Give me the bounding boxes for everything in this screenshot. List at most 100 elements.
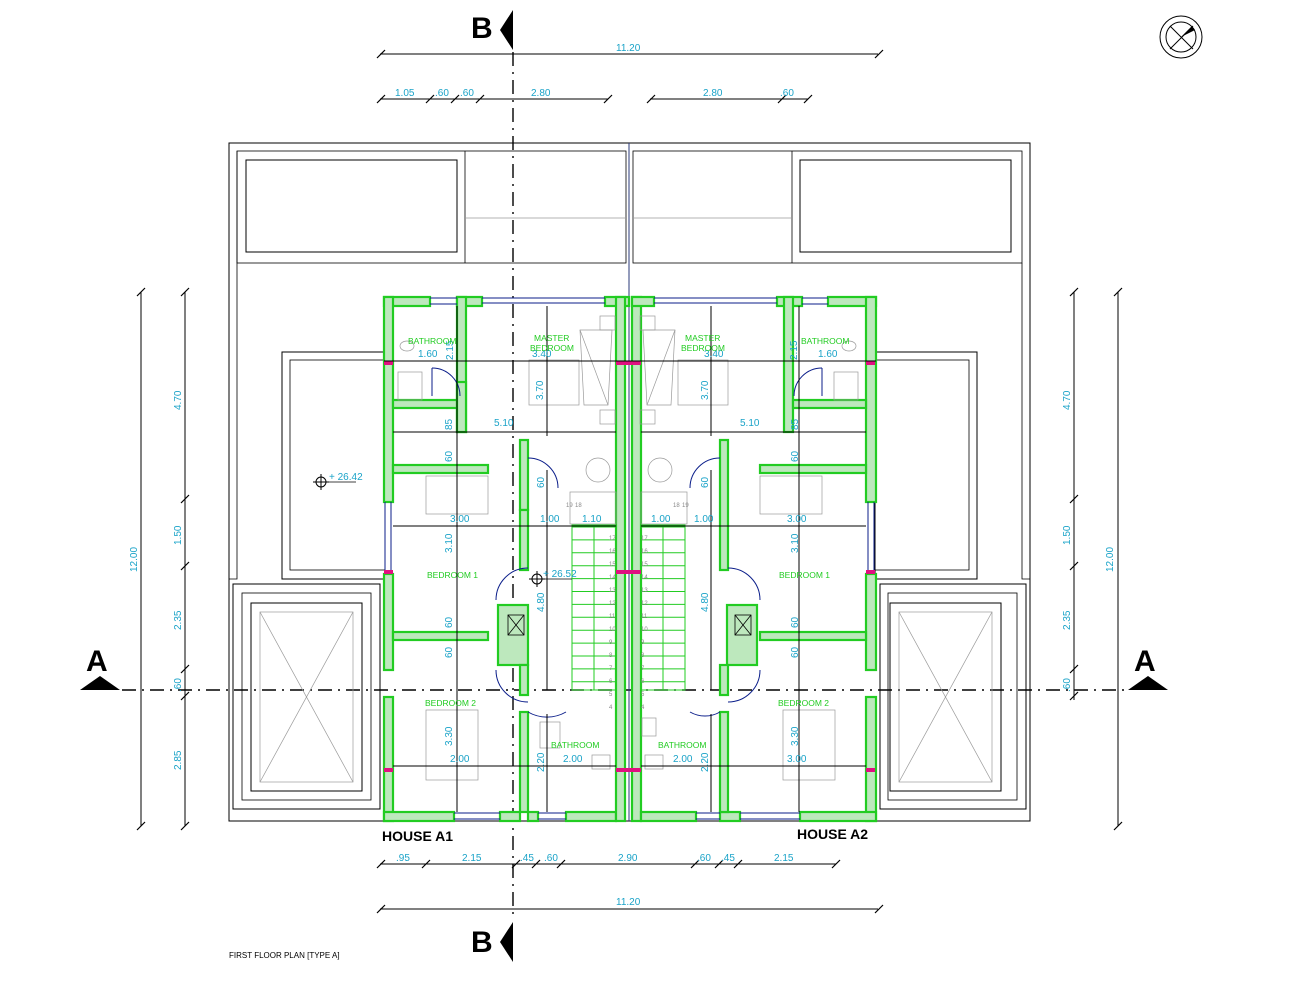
a1-room-master-2: BEDROOM [530, 343, 574, 353]
stair-number: 12 [609, 601, 616, 607]
dim-bottom-4: 2.90 [618, 853, 638, 864]
level-marker-terrace: + 26.42 [313, 472, 363, 490]
stair-number: 6 [609, 679, 613, 685]
a2-dim-bed1-h: 3.10 [790, 533, 801, 553]
section-a-left-marker: A [80, 645, 120, 690]
stair-number: 10 [641, 627, 648, 633]
stair-number: 12 [641, 601, 648, 607]
a1-room-bathroom-top: BATHROOM [408, 336, 456, 346]
dim-right-2: 2.35 [1062, 610, 1073, 630]
dim-right-0: 4.70 [1062, 390, 1073, 410]
stair-number: 4 [609, 705, 613, 711]
a1-dim-bath-w: 1.60 [418, 349, 438, 360]
stair-number: 16 [609, 549, 616, 555]
internal-dimension-lines [384, 306, 876, 812]
dim-bottom-3: .60 [544, 853, 558, 864]
stair-number: 4 [641, 705, 645, 711]
stair-number: 7 [641, 666, 645, 672]
stair-number: 5 [641, 692, 645, 698]
section-b-bottom-label: B [471, 926, 493, 959]
stair-number: 15 [609, 562, 616, 568]
a1-room-master-1: MASTER [534, 333, 569, 343]
dim-left-3: .60 [173, 678, 184, 692]
dim-bottom-6: .45 [721, 853, 735, 864]
a1-dim-60d: 60 [444, 646, 455, 658]
level-terrace-text: + 26.42 [329, 472, 363, 483]
a2-room-bathroom-bottom: BATHROOM [658, 740, 706, 750]
dim-bottom-overall: 11.20 [616, 897, 641, 908]
dim-bottom-2: .45 [520, 853, 534, 864]
section-a-right-label: A [1134, 645, 1156, 678]
windows [384, 297, 875, 820]
stair-number: 17 [609, 536, 616, 542]
a2-dim-60b: 60 [700, 476, 711, 488]
stair-number: 13 [609, 588, 616, 594]
section-b-bottom-marker: B [471, 922, 513, 962]
stair-number: 11 [609, 614, 616, 620]
walls [382, 295, 878, 823]
a2-dim-60a: 60 [790, 450, 801, 462]
dim-left-4: 2.85 [173, 750, 184, 770]
dim-top-1: .60 [435, 88, 449, 99]
a2-room-bedroom1: BEDROOM 1 [779, 570, 830, 580]
a1-dim-60a: 60 [444, 450, 455, 462]
dim-left-1: 1.50 [173, 525, 184, 545]
house-a1-label: HOUSE A1 [382, 828, 453, 844]
stair-number: 14 [641, 575, 648, 581]
dim-right-1: 1.50 [1062, 525, 1073, 545]
a1-dim-master-h: 3.70 [535, 380, 546, 400]
a1-dim-bed2-h: 3.30 [444, 726, 455, 746]
room-labels: BATHROOM MASTER BEDROOM BEDROOM 1 BEDROO… [408, 333, 849, 750]
a1-room-bedroom1: BEDROOM 1 [427, 570, 478, 580]
stair-number: 9 [641, 640, 645, 646]
stair-number: 18 [673, 503, 680, 509]
level-marker-stair: + 26.52 [529, 569, 577, 587]
a2-dim-master-w: 3.40 [704, 349, 724, 360]
pink-markers [384, 361, 875, 772]
a2-dim-60d: 60 [790, 646, 801, 658]
a2-dim-master-h: 3.70 [700, 380, 711, 400]
stair-number: 6 [641, 679, 645, 685]
dim-bottom-1: 2.15 [462, 853, 482, 864]
level-stair-text: + 26.52 [543, 569, 577, 580]
a1-dim-bath2-h: 2.20 [536, 752, 547, 772]
a2-dim-bath-w: 1.60 [818, 349, 838, 360]
dim-bottom-5: .60 [697, 853, 711, 864]
stair-number: 8 [641, 653, 645, 659]
dim-top-overall: 11.20 [616, 43, 641, 54]
a2-dim-bed2-w: 3.00 [787, 754, 807, 765]
a1-dim-110: 1.10 [582, 514, 602, 525]
stair-number: 5 [609, 692, 613, 698]
doors [431, 367, 823, 718]
stair-number: 19 [682, 503, 689, 509]
dim-bottom-7: 2.15 [774, 853, 794, 864]
stair-number: 13 [641, 588, 648, 594]
a2-room-master-1: MASTER [685, 333, 720, 343]
a1-dim-60c: 60 [444, 616, 455, 628]
a2-dim-hall-w: 5.10 [740, 418, 760, 429]
section-b-top-marker: B [471, 10, 513, 50]
a1-dim-60b: 60 [536, 476, 547, 488]
stair-number: 7 [609, 666, 613, 672]
dim-bottom-0: .95 [396, 853, 410, 864]
dim-top-3: 2.80 [531, 88, 551, 99]
a2-dim-stair-h: 4.80 [700, 592, 711, 612]
a1-dim-master-w: 3.40 [532, 349, 552, 360]
stair-number: 16 [641, 549, 648, 555]
a2-room-master-2: BEDROOM [681, 343, 725, 353]
a2-room-bathroom-top: BATHROOM [801, 336, 849, 346]
stair-number: 8 [609, 653, 613, 659]
a1-dim-bath-h: 2.15 [445, 340, 456, 360]
a1-dim-85: 85 [444, 418, 455, 430]
dim-right-overall: 12.00 [1105, 547, 1116, 572]
a1-dim-hall-w: 5.10 [494, 418, 514, 429]
dim-top-0: 1.05 [395, 88, 415, 99]
dim-top-2: .60 [460, 88, 474, 99]
dim-top-5: .60 [780, 88, 794, 99]
section-a-right-marker: A [1128, 645, 1168, 690]
stair-number: 15 [641, 562, 648, 568]
a2-dim-85: 85 [790, 418, 801, 430]
stair-number: 10 [609, 627, 616, 633]
